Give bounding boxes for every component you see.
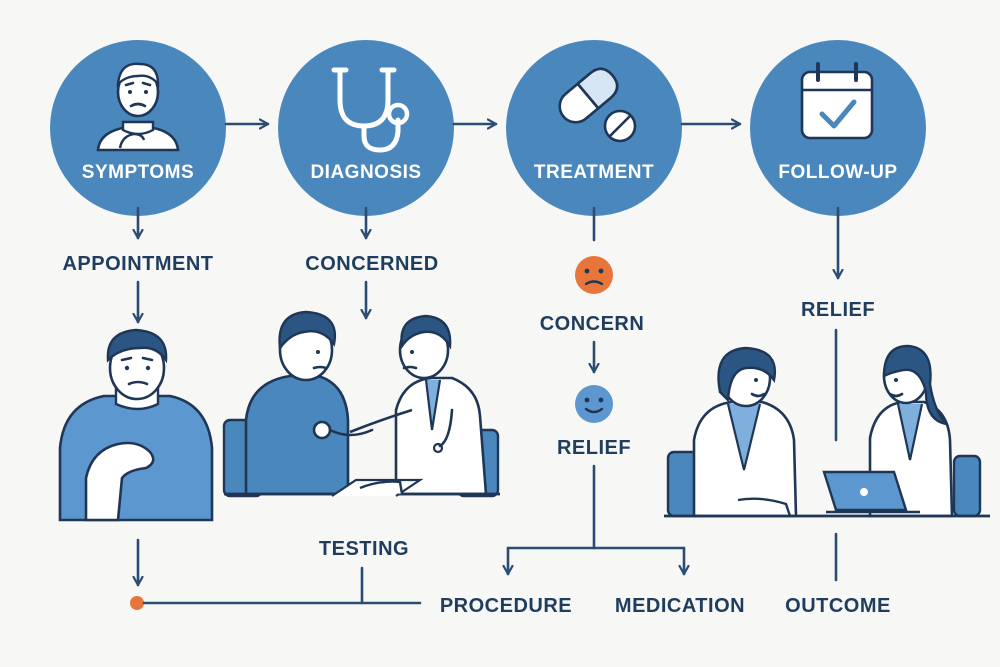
stage-follow-up: FOLLOW-UP: [750, 40, 926, 216]
timeline-start-dot: [130, 596, 144, 610]
doctor-exam-illustration: [222, 310, 500, 498]
label-concerned: CONCERNED: [305, 253, 438, 275]
label-concern: CONCERN: [540, 313, 645, 335]
stethoscope-icon: [331, 67, 410, 153]
pills-icon: [558, 67, 637, 143]
happy-face-icon: [575, 385, 613, 423]
worried-person-icon: [96, 62, 180, 152]
consultation-illustration: [664, 344, 990, 518]
timeline-to-testing: [142, 566, 364, 605]
label-outcome: OUTCOME: [785, 595, 891, 617]
label-procedure: PROCEDURE: [440, 595, 572, 617]
stage-label-treatment: TREATMENT: [534, 162, 654, 183]
stage-symptoms: SYMPTOMS: [50, 40, 226, 216]
stage-label-diagnosis: DIAGNOSIS: [310, 162, 421, 183]
stage-diagnosis: DIAGNOSIS: [278, 40, 454, 216]
stage-label-follow-up: FOLLOW-UP: [778, 162, 897, 183]
label-appointment: APPOINTMENT: [62, 253, 213, 275]
label-medication: MEDICATION: [615, 595, 745, 617]
sad-face-icon: [575, 256, 613, 294]
stage-treatment: TREATMENT: [506, 40, 682, 216]
label-relief-follow-up: RELIEF: [801, 299, 875, 321]
stage-label-symptoms: SYMPTOMS: [82, 162, 194, 183]
calendar-check-icon: [800, 62, 874, 140]
worried-patient-illustration: [58, 328, 214, 522]
label-testing: TESTING: [319, 538, 409, 560]
label-relief-treatment: RELIEF: [557, 437, 631, 459]
